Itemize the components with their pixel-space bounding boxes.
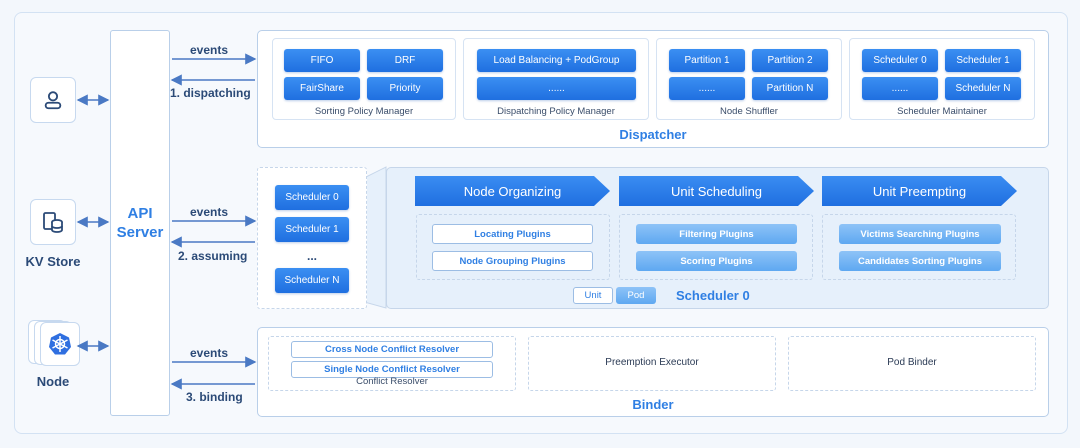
binder-events-label: events (190, 346, 229, 360)
binding-label: 3. binding (186, 390, 243, 404)
preemption-executor-label: Preemption Executor (605, 357, 699, 368)
node-card-front (40, 322, 80, 366)
maintainer-scheduler-n-button[interactable]: Scheduler N (945, 77, 1021, 100)
assuming-label: 2. assuming (178, 249, 248, 263)
fifo-button[interactable]: FIFO (284, 49, 360, 72)
organizing-plugins-group (416, 214, 610, 280)
filtering-plugins[interactable]: Filtering Plugins (636, 224, 797, 244)
kubernetes-icon (49, 333, 71, 355)
database-icon (43, 212, 63, 233)
kv-store-icon-box (30, 199, 76, 245)
user-icon (44, 91, 62, 110)
locating-plugins[interactable]: Locating Plugins (432, 224, 593, 244)
pod-binder-label: Pod Binder (887, 357, 937, 368)
maintainer-more-button[interactable]: ...... (862, 77, 938, 100)
preempting-plugins-group (822, 214, 1016, 280)
partition-2-button[interactable]: Partition 2 (752, 49, 828, 72)
user-icon-box (30, 77, 76, 123)
dispatching-policy-caption: Dispatching Policy Manager (497, 106, 615, 117)
fairshare-button[interactable]: FairShare (284, 77, 360, 100)
scheduler-detail-title: Scheduler 0 (676, 288, 750, 303)
scheduler-0-button[interactable]: Scheduler 0 (275, 185, 349, 210)
api-server-line2: Server (116, 224, 164, 241)
node-grouping-plugins[interactable]: Node Grouping Plugins (432, 251, 593, 271)
scheduling-plugins-group (619, 214, 813, 280)
drf-button[interactable]: DRF (367, 49, 443, 72)
single-node-conflict-resolver[interactable]: Single Node Conflict Resolver (291, 361, 493, 378)
priority-button[interactable]: Priority (367, 77, 443, 100)
dispatcher-title: Dispatcher (619, 127, 687, 142)
conflict-resolver-caption: Conflict Resolver (356, 376, 428, 387)
scheduler-n-button[interactable]: Scheduler N (275, 268, 349, 293)
dispatching-label: 1. dispatching (170, 86, 251, 100)
partition-n-button[interactable]: Partition N (752, 77, 828, 100)
maintainer-scheduler-1-button[interactable]: Scheduler 1 (945, 49, 1021, 72)
stage-unit-preempting: Unit Preempting (822, 176, 1017, 206)
scheduler-events-label: events (190, 205, 229, 219)
stage-node-organizing: Node Organizing (415, 176, 610, 206)
node-icon-stack (28, 320, 82, 366)
api-server-line1: API (127, 205, 153, 222)
maintainer-scheduler-0-button[interactable]: Scheduler 0 (862, 49, 938, 72)
partition-more-button[interactable]: ...... (669, 77, 745, 100)
scheduler-maintainer-caption: Scheduler Maintainer (897, 106, 987, 117)
legend-unit: Unit (573, 287, 613, 304)
legend-pod: Pod (616, 287, 656, 304)
load-balancing-button[interactable]: Load Balancing + PodGroup (477, 49, 636, 72)
dispatching-more-button[interactable]: ...... (477, 77, 636, 100)
binder-title: Binder (632, 397, 674, 412)
cross-node-conflict-resolver[interactable]: Cross Node Conflict Resolver (291, 341, 493, 358)
partition-1-button[interactable]: Partition 1 (669, 49, 745, 72)
scoring-plugins[interactable]: Scoring Plugins (636, 251, 797, 271)
kv-store-label: KV Store (25, 254, 81, 269)
node-label: Node (36, 374, 70, 389)
node-shuffler-caption: Node Shuffler (720, 106, 778, 117)
scheduler-ellipsis: ... (306, 249, 317, 263)
api-server: API Server (110, 30, 170, 416)
pod-binder-group (788, 336, 1036, 391)
victims-searching-plugins[interactable]: Victims Searching Plugins (839, 224, 1001, 244)
conflict-resolver-group (268, 336, 516, 391)
sorting-policy-caption: Sorting Policy Manager (314, 106, 414, 117)
stage-unit-scheduling: Unit Scheduling (619, 176, 814, 206)
scheduler-1-button[interactable]: Scheduler 1 (275, 217, 349, 242)
preemption-executor-group (528, 336, 776, 391)
candidates-sorting-plugins[interactable]: Candidates Sorting Plugins (839, 251, 1001, 271)
dispatcher-events-label: events (190, 43, 229, 57)
